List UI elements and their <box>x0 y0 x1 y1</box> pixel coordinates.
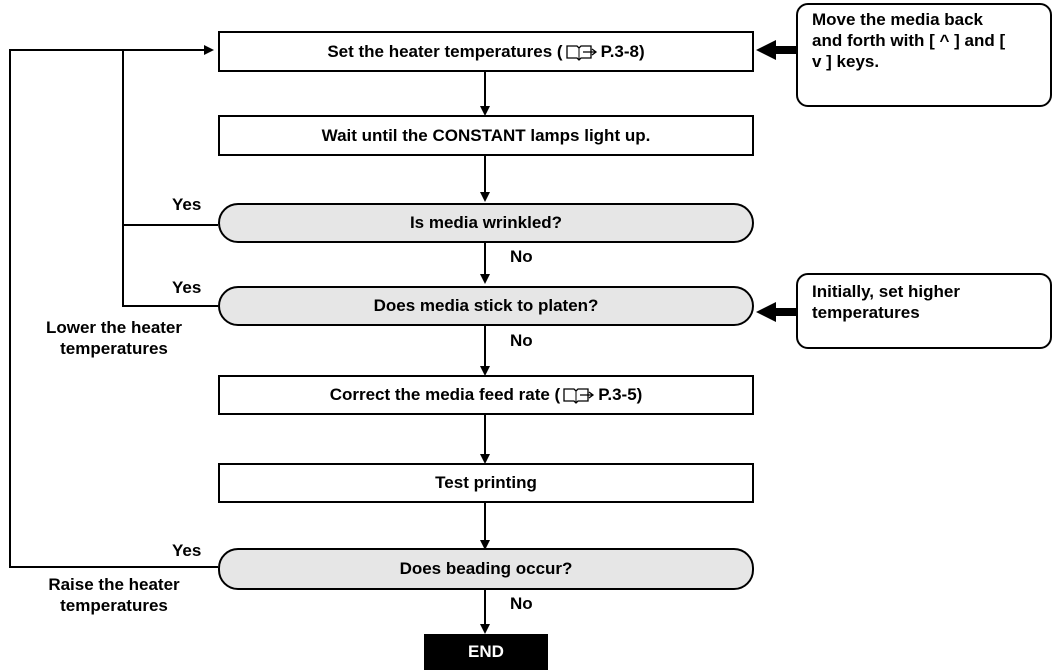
label-beading-yes: Yes <box>172 541 202 560</box>
note-move-media-line3: v ] keys. <box>812 52 880 71</box>
note-move-media-line1: Move the media back <box>812 10 984 29</box>
step-test-printing: Test printing <box>218 463 754 503</box>
label-lower-heater-line2: temperatures <box>60 339 168 358</box>
line-beading-yes <box>9 45 218 568</box>
arrow-note-initial-shaft <box>774 308 796 316</box>
label-lower-heater: Lower the heater temperatures <box>24 317 204 359</box>
step-test-printing-text: Test printing <box>435 473 537 492</box>
label-wrinkled-no: No <box>510 247 533 266</box>
label-raise-heater: Raise the heater temperatures <box>24 574 204 616</box>
step-set-heater-text: Set the heater temperatures ( <box>327 41 563 61</box>
label-wrinkled-yes: Yes <box>172 195 202 214</box>
step-wait-constant: Wait until the CONSTANT lamps light up. <box>218 115 754 156</box>
label-lower-heater-line1: Lower the heater <box>45 318 183 337</box>
reference-icon <box>563 388 595 404</box>
label-raise-heater-line1: Raise the heater <box>48 575 180 594</box>
decision-beading: Does beading occur? <box>218 548 754 590</box>
step-correct-feed-text: Correct the media feed rate ( <box>329 385 561 404</box>
arrow-note-move-head <box>756 40 776 60</box>
terminal-end: END <box>424 634 548 670</box>
arrow-note-initial-head <box>756 302 776 322</box>
step-set-heater: Set the heater temperatures ( P.3-8) <box>218 31 754 72</box>
line-stick-yes <box>122 50 218 307</box>
decision-media-stick: Does media stick to platen? <box>218 286 754 326</box>
decision-media-stick-text: Does media stick to platen? <box>373 296 599 315</box>
note-initially-higher-line2: temperatures <box>812 303 920 322</box>
note-initially-higher: Initially, set higher temperatures <box>796 273 1052 349</box>
label-stick-yes: Yes <box>172 278 202 297</box>
note-move-media: Move the media back and forth with [ ^ ]… <box>796 3 1052 107</box>
note-initially-higher-line1: Initially, set higher <box>812 282 960 301</box>
step-wait-constant-text: Wait until the CONSTANT lamps light up. <box>321 125 651 145</box>
step-correct-feed-ref: P.3-5) <box>598 385 643 404</box>
reference-icon <box>565 44 597 61</box>
terminal-end-text: END <box>468 642 504 661</box>
label-beading-no: No <box>510 594 533 613</box>
step-correct-feed: Correct the media feed rate ( P.3-5) <box>218 375 754 415</box>
decision-media-wrinkled: Is media wrinkled? <box>218 203 754 243</box>
label-stick-no: No <box>510 331 533 350</box>
decision-media-wrinkled-text: Is media wrinkled? <box>409 213 563 232</box>
step-set-heater-ref: P.3-8) <box>600 41 645 61</box>
arrow-note-move-shaft <box>774 46 796 54</box>
label-raise-heater-line2: temperatures <box>60 596 168 615</box>
decision-beading-text: Does beading occur? <box>399 559 573 578</box>
note-move-media-line2: and forth with [ ^ ] and [ <box>812 31 1006 50</box>
